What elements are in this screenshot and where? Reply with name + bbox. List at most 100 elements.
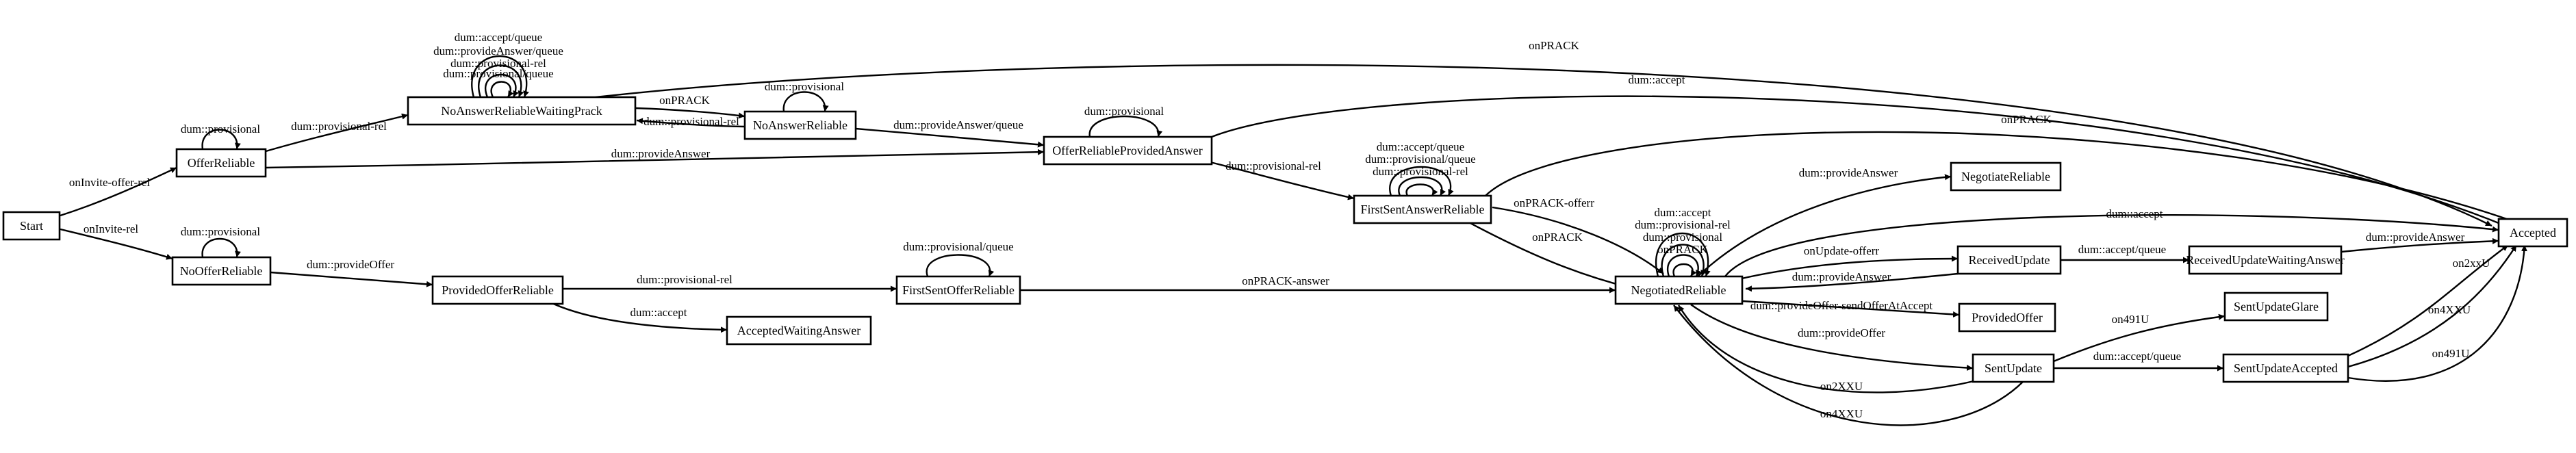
svg-text:FirstSentOfferReliable: FirstSentOfferReliable <box>902 283 1015 297</box>
edge-start-offer <box>60 166 177 217</box>
edge-nr-su <box>1690 304 1974 371</box>
edge-label: dum::provisional <box>1643 231 1722 244</box>
edge-label: on491U <box>2112 313 2150 326</box>
edge-label: onPRACK <box>1529 39 1579 52</box>
edge-nr-self-1 <box>1655 233 1711 277</box>
edge-label: dum::provisional <box>181 225 260 238</box>
edge-fsar-self-3 <box>1405 183 1438 196</box>
edge-label: dum::provideAnswer <box>2366 231 2465 244</box>
edge-nr-po <box>1742 300 1960 318</box>
state-first-sent-offer-reliable: FirstSentOfferReliable <box>895 275 1021 305</box>
edge-label: dum::accept/queue <box>2093 350 2181 363</box>
edge-label: dum::accept/queue <box>1377 140 1464 153</box>
edge-label: dum::provisional/queue <box>1365 153 1475 166</box>
edge-nor-por <box>270 271 433 287</box>
edge-label: onUpdate-offerr <box>1804 244 1879 257</box>
edge-nr-self-4 <box>1672 263 1697 277</box>
edge-label: dum::provisional-rel <box>1373 165 1468 178</box>
state-received-update-waiting-answer: ReceivedUpdateWaitingAnswer <box>2186 245 2345 275</box>
edge-start-nooffer <box>60 228 173 260</box>
svg-text:SentUpdateGlare: SentUpdateGlare <box>2234 300 2319 313</box>
edge-label: onPRACK <box>659 94 710 107</box>
state-no-answer-reliable: NoAnswerReliable <box>743 110 857 140</box>
edge-or-orpa <box>265 148 1045 169</box>
svg-text:ProvidedOfferReliable: ProvidedOfferReliable <box>442 283 554 297</box>
svg-text:NoOfferReliable: NoOfferReliable <box>180 264 263 278</box>
edge-label: dum::accept <box>2106 207 2163 220</box>
edge-label: dum::provisional-rel <box>291 120 387 133</box>
edge-wp-nar <box>635 107 745 119</box>
edge-orpa-self <box>1088 115 1163 138</box>
edge-su-nr-4xx <box>1673 305 2024 426</box>
state-sent-update-accepted: SentUpdateAccepted <box>2222 353 2349 383</box>
svg-text:SentUpdate: SentUpdate <box>1985 361 2042 375</box>
edge-label: on2xxU <box>2453 257 2490 270</box>
edge-fsar-self-2 <box>1398 176 1446 196</box>
edge-label: dum::accept <box>630 306 687 319</box>
edge-fsar-nr <box>1464 219 1630 289</box>
edge-label: dum::provisional <box>765 80 844 93</box>
edge-label: dum::provisional-rel <box>1635 218 1731 231</box>
edge-wp-self-4 <box>490 81 514 98</box>
edge-fsor-self <box>926 254 995 277</box>
edge-label: dum::provideAnswer <box>1799 166 1898 179</box>
state-no-offer-reliable: NoOfferReliable <box>171 256 272 286</box>
edge-wp-accepted <box>595 64 2492 227</box>
edge-label: dum::provisional <box>1084 105 1164 118</box>
state-received-update: ReceivedUpdate <box>1956 245 2062 275</box>
edge-sua-accepted-491 <box>2347 244 2527 382</box>
edge-label: dum::provideOffer <box>1798 326 1885 339</box>
edge-label: dum::provideAnswer/queue <box>893 118 1023 131</box>
edge-label: on4XXU <box>1820 407 1863 420</box>
edge-nar-orpa <box>855 127 1045 148</box>
edge-fsar-nr-offer <box>1492 206 1664 274</box>
state-accepted-waiting-answer: AcceptedWaitingAnswer <box>726 315 872 346</box>
edge-fsar-accepted <box>1485 131 2527 227</box>
edge-orpa-fsar <box>1204 159 1355 200</box>
edge-sua-accepted-2xx <box>2347 244 2509 357</box>
edge-label: dum::provisional <box>181 122 260 135</box>
state-first-sent-answer-reliable: FirstSentAnswerReliable <box>1353 194 1492 224</box>
edge-fsar-self-1 <box>1389 166 1454 196</box>
state-offer-reliable: OfferReliable <box>175 148 267 178</box>
svg-text:NoAnswerReliableWaitingPrack: NoAnswerReliableWaitingPrack <box>441 104 602 118</box>
edge-por-awa <box>547 300 728 333</box>
edge-wp-self-2 <box>478 64 524 98</box>
edge-label: on4XXU <box>2428 303 2471 316</box>
edge-label: onPRACK-answer <box>1242 274 1329 287</box>
svg-text:NegotiateReliable: NegotiateReliable <box>1961 170 2050 183</box>
edge-wp-self-1 <box>471 55 529 98</box>
state-provided-offer: ProvidedOffer <box>1958 302 2056 333</box>
edge-label: dum::provisional/queue <box>903 240 1013 253</box>
edge-label: dum::provisional-rel <box>450 57 546 70</box>
edge-label: dum::provisional-rel <box>637 273 732 286</box>
svg-text:AcceptedWaitingAnswer: AcceptedWaitingAnswer <box>737 324 860 337</box>
edge-label: dum::accept <box>1628 73 1685 86</box>
svg-text:OfferReliableProvidedAnswer: OfferReliableProvidedAnswer <box>1052 144 1203 157</box>
edge-label: dum::provideAnswer/queue <box>433 44 563 57</box>
edge-label: on491U <box>2432 347 2470 360</box>
svg-text:OfferReliable: OfferReliable <box>188 156 255 170</box>
edge-label: on2XXU <box>1820 380 1863 393</box>
edge-label: dum::provisional-rel <box>643 115 739 128</box>
edge-nor-self <box>201 237 241 258</box>
svg-text:Accepted: Accepted <box>2510 226 2556 240</box>
edge-label: onPRACK <box>1657 243 1708 256</box>
svg-text:Start: Start <box>20 219 43 233</box>
edge-su-sug <box>2053 313 2226 363</box>
state-offer-reliable-provided-answer: OfferReliableProvidedAnswer <box>1043 135 1213 166</box>
svg-text:ReceivedUpdate: ReceivedUpdate <box>1969 253 2050 267</box>
edge-label: onPRACK-offerr <box>1514 196 1594 209</box>
edge-label: dum::provideAnswer <box>611 147 711 160</box>
edge-su-nr-2xx <box>1677 305 1978 393</box>
edge-wp-self-3 <box>485 73 519 98</box>
state-negotiate-reliable: NegotiateReliable <box>1950 161 2062 192</box>
state-start: Start <box>2 211 61 241</box>
edge-or-self <box>201 129 241 150</box>
state-accepted: Accepted <box>2497 218 2568 248</box>
edge-nr-accepted <box>1724 214 2499 277</box>
edge-ru-nr <box>1745 272 1959 292</box>
edge-orpa-accepted <box>1211 95 2506 227</box>
svg-text:NegotiatedReliable: NegotiatedReliable <box>1631 283 1726 297</box>
